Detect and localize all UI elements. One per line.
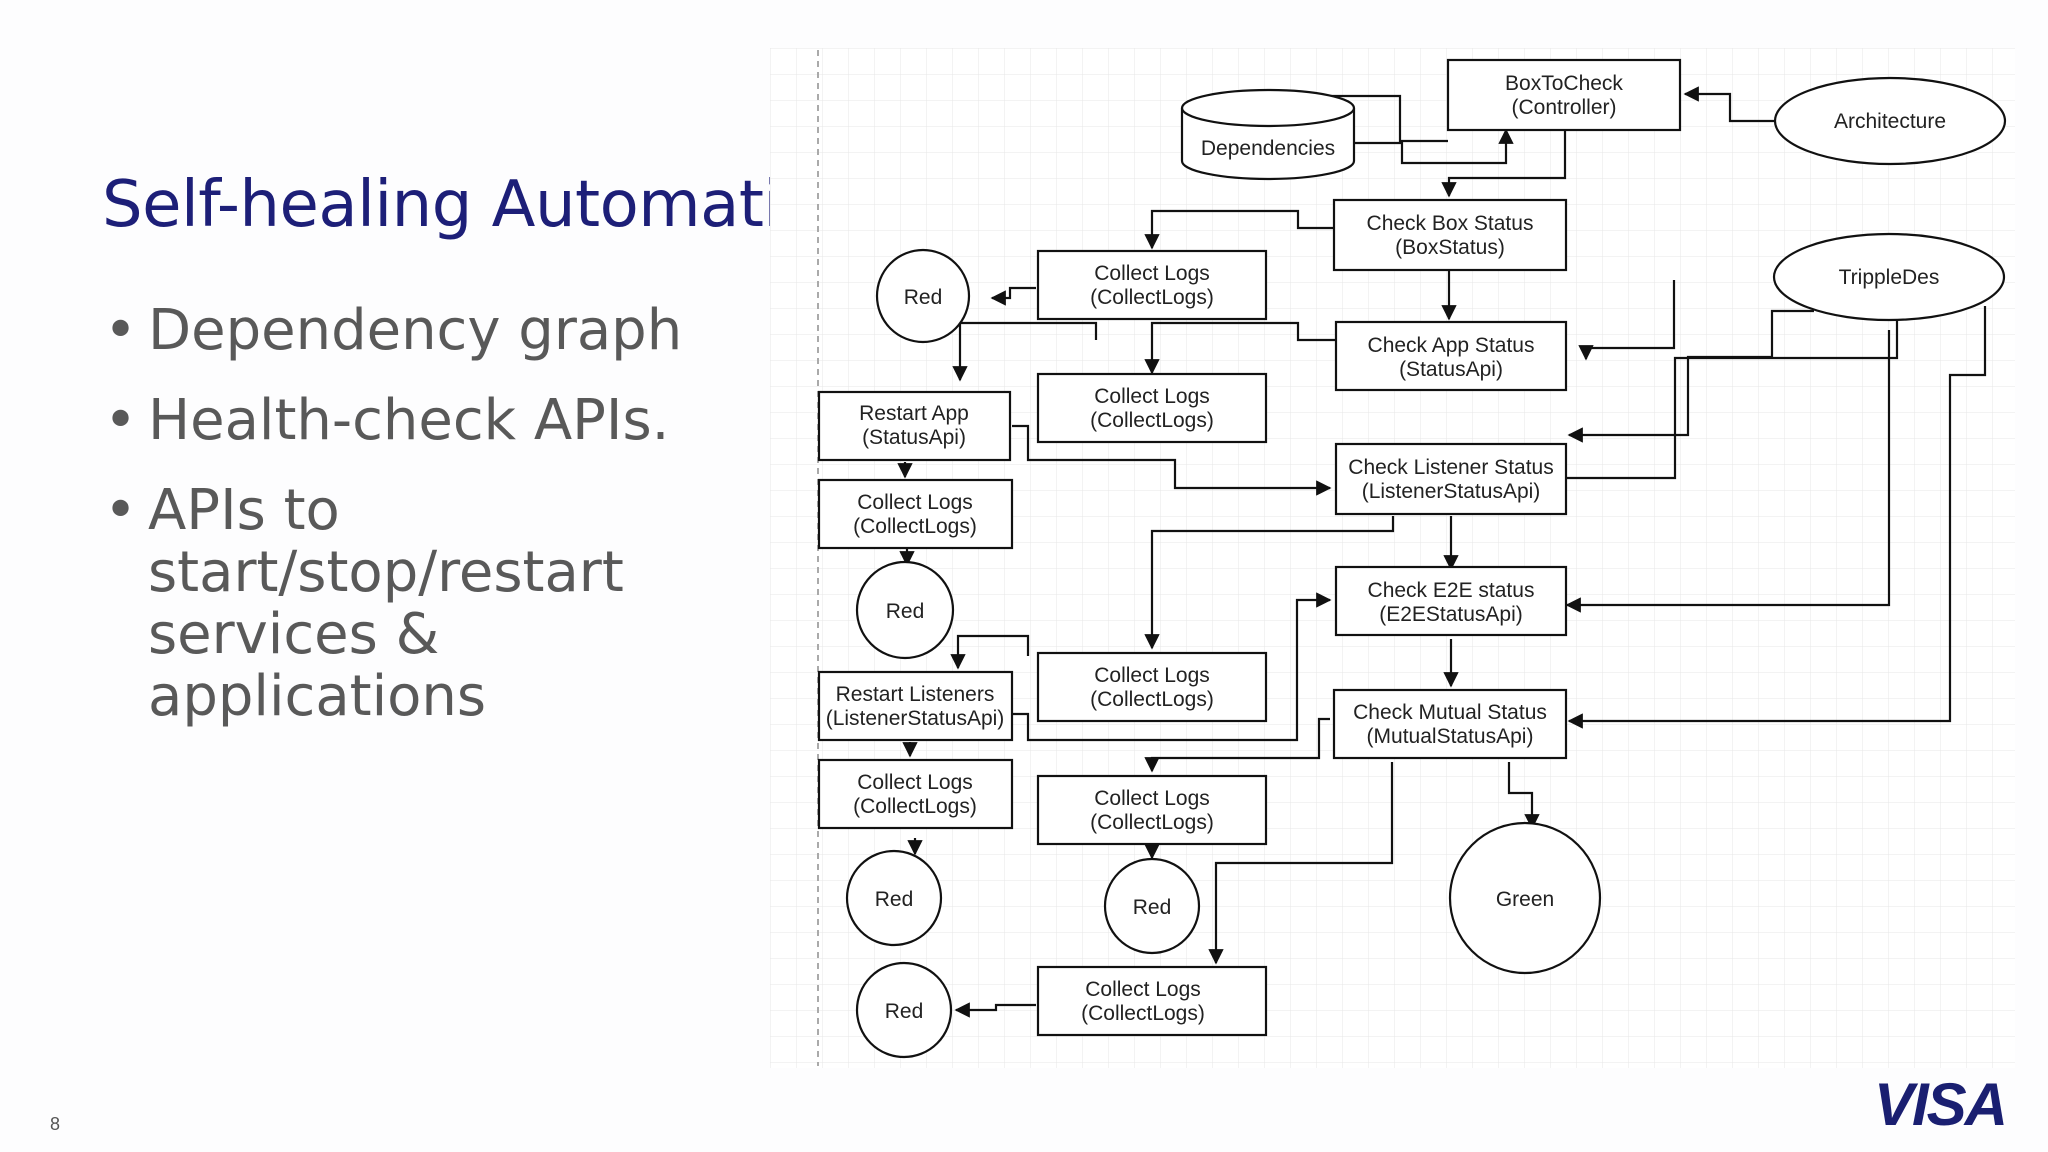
node-label: (BoxStatus) [1395, 236, 1505, 259]
node-red-5: Red [855, 961, 953, 1059]
node-label: Collect Logs [1094, 787, 1210, 810]
node-red-2: Red [855, 560, 955, 660]
bullet-item: Health-check APIs. [100, 390, 780, 453]
node-collect-logs-6: Collect Logs (CollectLogs) [1036, 774, 1268, 846]
node-dependencies: Dependencies [1180, 88, 1356, 181]
node-label: Green [1496, 888, 1554, 911]
bullet-list: Dependency graph Health-check APIs. APIs… [100, 300, 780, 756]
node-label: Architecture [1834, 110, 1946, 133]
node-label: Check E2E status [1368, 579, 1535, 602]
node-label: Collect Logs [1094, 385, 1210, 408]
node-label: Restart Listeners [836, 683, 995, 706]
node-label: Check Box Status [1367, 212, 1534, 235]
slide-number: 8 [50, 1114, 61, 1134]
node-tripple-des: TrippleDes [1772, 232, 2006, 322]
node-label: Restart App [859, 402, 969, 425]
node-collect-logs-1: Collect Logs (CollectLogs) [1036, 249, 1268, 321]
node-red-4: Red [1103, 857, 1201, 955]
node-architecture: Architecture [1773, 76, 2007, 166]
node-label: (CollectLogs) [853, 515, 977, 538]
node-collect-logs-3: Collect Logs (CollectLogs) [817, 478, 1014, 550]
node-label: Check Mutual Status [1353, 701, 1547, 724]
node-check-app-status: Check App Status (StatusApi) [1334, 320, 1568, 392]
slide-title: Self-healing Automatic [102, 168, 772, 242]
node-restart-listeners: Restart Listeners (ListenerStatusApi) [817, 670, 1014, 742]
node-restart-app: Restart App (StatusApi) [817, 390, 1012, 462]
node-label: Check App Status [1368, 334, 1535, 357]
bullet-item: APIs to start/stop/restart services & ap… [100, 480, 780, 728]
node-collect-logs-2: Collect Logs (CollectLogs) [1036, 372, 1268, 444]
node-label: Red [885, 1000, 924, 1023]
node-box-to-check: BoxToCheck (Controller) [1446, 58, 1682, 132]
dependency-flowchart: BoxToCheck (Controller) Architecture Dep… [770, 48, 2015, 1068]
node-label: BoxToCheck [1505, 72, 1623, 95]
visa-logo-text: VISA [1874, 1075, 2006, 1135]
node-check-e2e-status: Check E2E status (E2EStatusApi) [1334, 565, 1568, 637]
node-green: Green [1448, 821, 1602, 975]
node-label: (CollectLogs) [1090, 286, 1214, 309]
node-label: Dependencies [1201, 137, 1335, 160]
node-label: (CollectLogs) [1081, 1002, 1205, 1025]
node-label: Check Listener Status [1348, 456, 1553, 479]
node-label: Collect Logs [857, 771, 973, 794]
node-label: Red [1133, 896, 1172, 919]
node-label: Red [904, 286, 943, 309]
node-label: (MutualStatusApi) [1367, 725, 1534, 748]
node-label: Red [875, 888, 914, 911]
node-label: (StatusApi) [1399, 358, 1503, 381]
node-label: TrippleDes [1839, 266, 1940, 289]
node-red-3: Red [845, 849, 943, 947]
node-label: (ListenerStatusApi) [826, 707, 1005, 730]
bullet-item: Dependency graph [100, 300, 780, 363]
node-label: (CollectLogs) [1090, 688, 1214, 711]
node-label: (StatusApi) [862, 426, 966, 449]
node-label: (Controller) [1511, 96, 1616, 119]
node-label: (CollectLogs) [1090, 811, 1214, 834]
node-label: Collect Logs [1085, 978, 1201, 1001]
node-label: (CollectLogs) [853, 795, 977, 818]
node-collect-logs-4: Collect Logs (CollectLogs) [1036, 651, 1268, 723]
connectors [897, 86, 1987, 1018]
node-label: Collect Logs [857, 491, 973, 514]
visa-logo: VISA [1874, 1075, 2008, 1135]
node-check-listener-status: Check Listener Status (ListenerStatusApi… [1334, 442, 1568, 516]
node-label: Red [886, 600, 925, 623]
node-check-box-status: Check Box Status (BoxStatus) [1332, 198, 1568, 272]
node-check-mutual-status: Check Mutual Status (MutualStatusApi) [1332, 688, 1568, 760]
node-red-1: Red [875, 248, 971, 344]
node-label: (E2EStatusApi) [1379, 603, 1523, 626]
node-label: Collect Logs [1094, 262, 1210, 285]
node-label: (ListenerStatusApi) [1362, 480, 1541, 503]
node-collect-logs-5: Collect Logs (CollectLogs) [817, 758, 1014, 830]
node-label: (CollectLogs) [1090, 409, 1214, 432]
node-collect-logs-7: Collect Logs (CollectLogs) [1036, 965, 1268, 1037]
node-label: Collect Logs [1094, 664, 1210, 687]
